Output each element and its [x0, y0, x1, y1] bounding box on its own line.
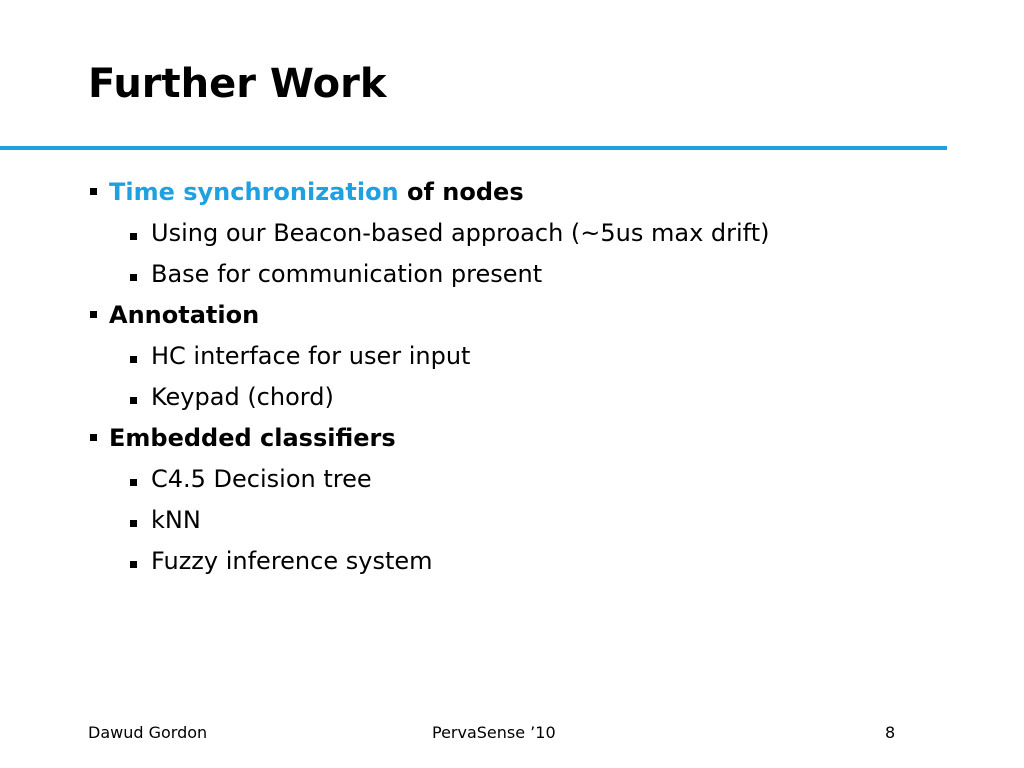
square-bullet-icon [130, 397, 137, 404]
sub-bullet: Keypad (chord) [88, 377, 968, 418]
square-bullet-icon [130, 274, 137, 281]
bullet-embedded-classifiers: Embedded classifiers [88, 418, 968, 459]
sub-bullet: Fuzzy inference system [88, 541, 968, 582]
sub-bullet-text: C4.5 Decision tree [151, 465, 372, 493]
square-bullet-icon [130, 233, 137, 240]
square-bullet-icon [90, 188, 97, 195]
sub-bullet: C4.5 Decision tree [88, 459, 968, 500]
sub-bullet: HC interface for user input [88, 336, 968, 377]
square-bullet-icon [90, 311, 97, 318]
heading-text: of nodes [398, 178, 524, 206]
sub-bullet-text: HC interface for user input [151, 342, 471, 370]
bullet-time-synchronization: Time synchronization of nodes [88, 172, 968, 213]
square-bullet-icon [130, 356, 137, 363]
square-bullet-icon [130, 561, 137, 568]
square-bullet-icon [90, 434, 97, 441]
bullet-list: Time synchronization of nodes Using our … [88, 172, 968, 582]
sub-bullet-text: Base for communication present [151, 260, 543, 288]
title-divider [0, 146, 947, 150]
page-number: 8 [885, 723, 896, 742]
sub-bullet-text: Using our Beacon-based approach (~5us ma… [151, 219, 770, 247]
heading-text: Annotation [109, 301, 260, 329]
highlight-text: Time synchronization [109, 178, 399, 206]
footer-author: Dawud Gordon [88, 723, 208, 742]
bullet-annotation: Annotation [88, 295, 968, 336]
sub-bullet-text: Keypad (chord) [151, 383, 334, 411]
footer-venue: PervaSense ’10 [432, 723, 556, 742]
sub-bullet-text: Fuzzy inference system [151, 547, 433, 575]
sub-bullet: Using our Beacon-based approach (~5us ma… [88, 213, 968, 254]
sub-bullet-text: kNN [151, 506, 201, 534]
heading-text: Embedded classifiers [109, 424, 396, 452]
square-bullet-icon [130, 479, 137, 486]
sub-bullet: kNN [88, 500, 968, 541]
slide-title: Further Work [88, 61, 387, 107]
square-bullet-icon [130, 520, 137, 527]
sub-bullet: Base for communication present [88, 254, 968, 295]
